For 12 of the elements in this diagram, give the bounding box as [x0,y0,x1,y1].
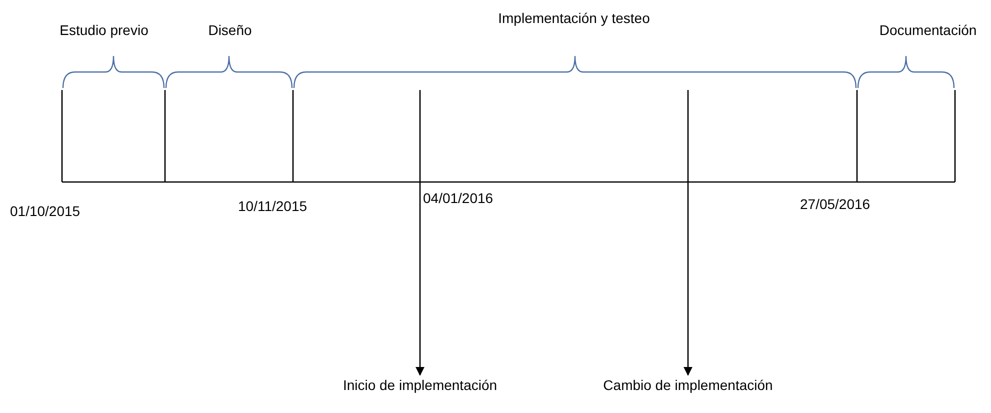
date-label: 01/10/2015 [10,203,80,219]
event-label: Inicio de implementación [320,377,520,393]
date-label: 27/05/2016 [800,196,870,212]
date-label: 04/01/2016 [423,190,494,206]
arrow [415,182,425,376]
phase-label: Documentación [879,22,977,38]
event-label: Cambio de implementación [588,377,788,393]
date-label: 10/11/2015 [238,198,308,214]
phase-label: Diseño [208,22,252,38]
arrow [683,182,693,376]
phase-label: Implementación y testeo [498,10,650,26]
phase-label: Estudio previo [60,22,148,38]
